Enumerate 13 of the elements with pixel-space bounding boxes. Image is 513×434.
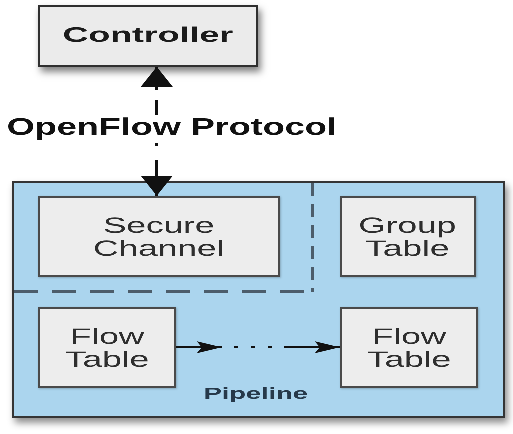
region-label: Pipeline: [204, 385, 308, 405]
node-label: Controller: [62, 24, 234, 48]
flow-table-box: [340, 307, 478, 388]
node-label: Flow Table: [64, 324, 150, 370]
group-table-box: [340, 196, 476, 277]
channel-box: [38, 196, 280, 277]
controller-box: [38, 5, 258, 67]
flow-table-box: [38, 307, 176, 388]
switch-box: [12, 181, 505, 418]
node-label: Flow Table: [366, 324, 452, 370]
dashed-arrow: [176, 342, 340, 354]
node-label: Group Table: [359, 214, 457, 260]
node-label: Secure Channel: [93, 214, 225, 260]
